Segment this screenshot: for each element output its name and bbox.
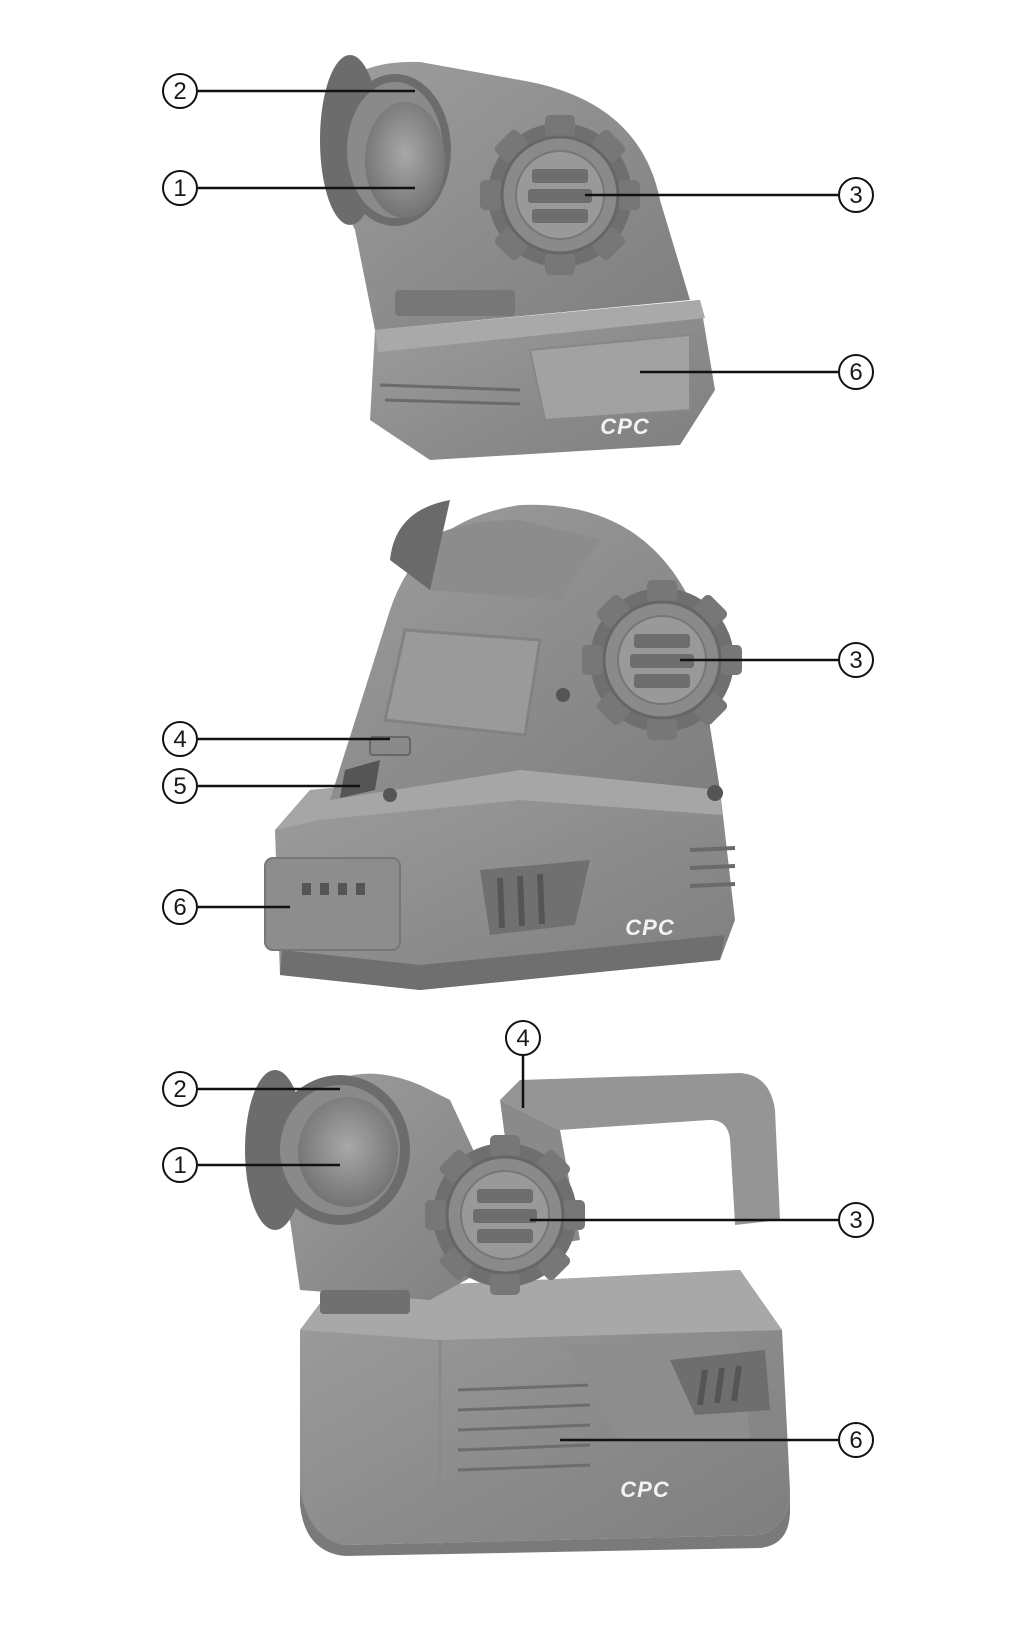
callout-4: 4 <box>162 721 390 757</box>
svg-text:1: 1 <box>173 175 186 202</box>
svg-text:3: 3 <box>849 1207 862 1234</box>
callout-3: 3 <box>530 1202 874 1238</box>
figure-3-device <box>245 1070 790 1556</box>
svg-text:3: 3 <box>849 182 862 209</box>
svg-text:6: 6 <box>173 894 186 921</box>
charge-indicator-panel <box>264 857 401 951</box>
figure-1-device <box>320 55 715 460</box>
brand-logo: CPC <box>600 414 650 439</box>
svg-text:2: 2 <box>173 78 186 105</box>
callout-6: 6 <box>640 354 874 390</box>
callout-6: 6 <box>560 1422 874 1458</box>
carry-handle <box>500 1073 780 1225</box>
svg-text:4: 4 <box>516 1025 529 1052</box>
svg-text:6: 6 <box>849 359 862 386</box>
callout-6: 6 <box>162 889 290 925</box>
callout-2: 2 <box>162 73 415 109</box>
callout-3: 3 <box>585 177 874 213</box>
svg-text:3: 3 <box>849 647 862 674</box>
callout-1: 1 <box>162 1147 340 1183</box>
figure-2-device <box>264 500 744 990</box>
rotary-knob <box>423 1133 587 1297</box>
power-button <box>369 736 411 756</box>
brand-logo: CPC <box>625 915 675 940</box>
callout-4: 4 <box>505 1020 541 1108</box>
svg-text:5: 5 <box>173 773 186 800</box>
svg-text:2: 2 <box>173 1076 186 1103</box>
svg-text:4: 4 <box>173 726 186 753</box>
lens <box>298 1097 398 1207</box>
callout-1: 1 <box>162 170 415 206</box>
brand-logo: CPC <box>620 1477 670 1502</box>
callout-5: 5 <box>162 768 360 804</box>
callout-2: 2 <box>162 1071 340 1107</box>
callout-3: 3 <box>680 642 874 678</box>
svg-text:1: 1 <box>173 1152 186 1179</box>
lens <box>365 102 445 218</box>
battery-release <box>340 760 380 798</box>
svg-text:6: 6 <box>849 1427 862 1454</box>
